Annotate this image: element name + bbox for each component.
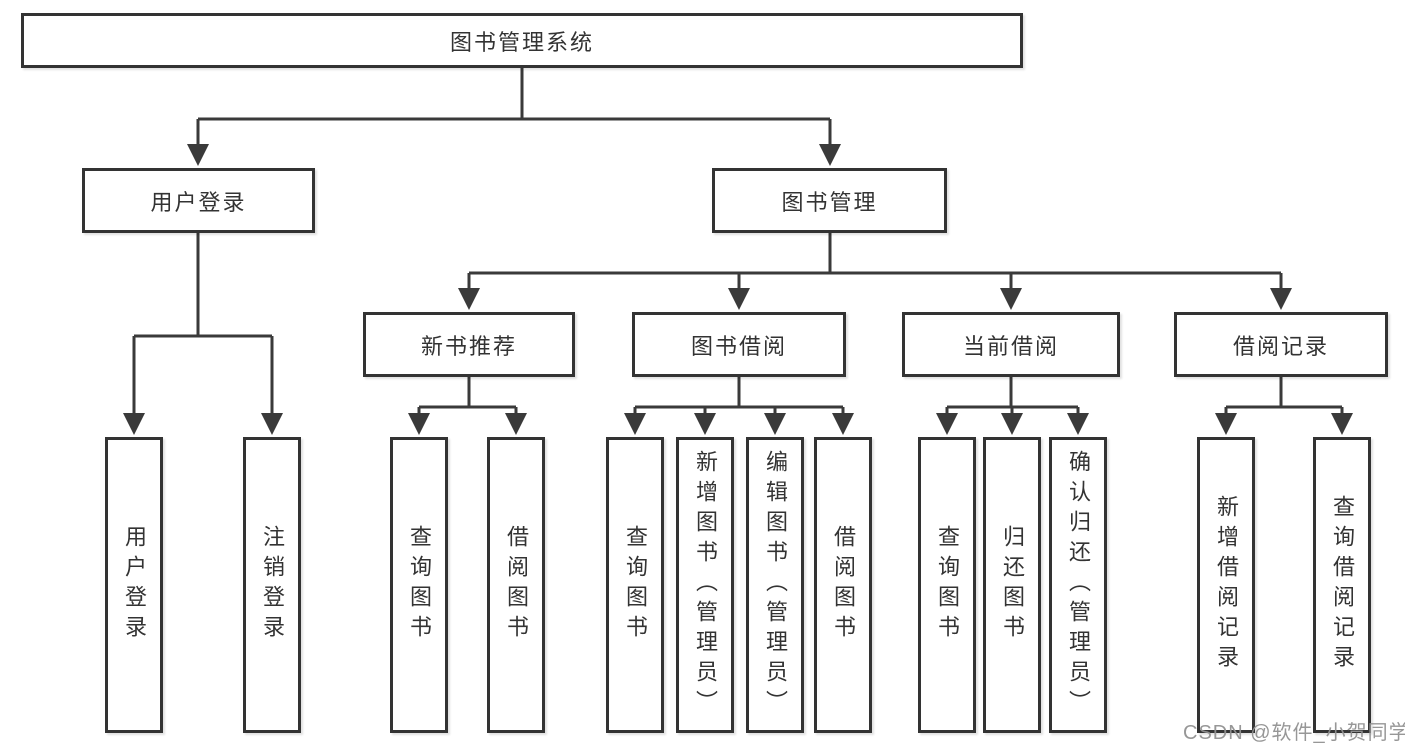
leaf-user-login: 用户登录 xyxy=(105,437,163,733)
leaf-return-books: 归还图书 xyxy=(983,437,1041,733)
node-current-borrowing: 当前借阅 xyxy=(902,312,1120,377)
node-root-library-management-system: 图书管理系统 xyxy=(21,13,1023,68)
leaf-confirm-return-admin: 确认归还（管理员） xyxy=(1049,437,1107,733)
node-new-book-recommendation: 新书推荐 xyxy=(363,312,575,377)
leaf-borrow-books: 借阅图书 xyxy=(814,437,872,733)
node-book-borrowing: 图书借阅 xyxy=(632,312,846,377)
leaf-edit-books-admin: 编辑图书（管理员） xyxy=(746,437,804,733)
node-user-login: 用户登录 xyxy=(82,168,315,233)
leaf-add-borrow-record: 新增借阅记录 xyxy=(1197,437,1255,733)
leaf-logout: 注销登录 xyxy=(243,437,301,733)
csdn-watermark: CSDN @软件_小贺同学 xyxy=(1183,722,1405,744)
leaf-query-books-current: 查询图书 xyxy=(918,437,976,733)
leaf-borrow-books-recommend: 借阅图书 xyxy=(487,437,545,733)
leaf-add-books-admin: 新增图书（管理员） xyxy=(676,437,734,733)
node-borrowing-records: 借阅记录 xyxy=(1174,312,1388,377)
leaf-query-books-borrow: 查询图书 xyxy=(606,437,664,733)
leaf-query-books-recommend: 查询图书 xyxy=(390,437,448,733)
node-book-management: 图书管理 xyxy=(712,168,947,233)
leaf-query-borrow-record: 查询借阅记录 xyxy=(1313,437,1371,733)
